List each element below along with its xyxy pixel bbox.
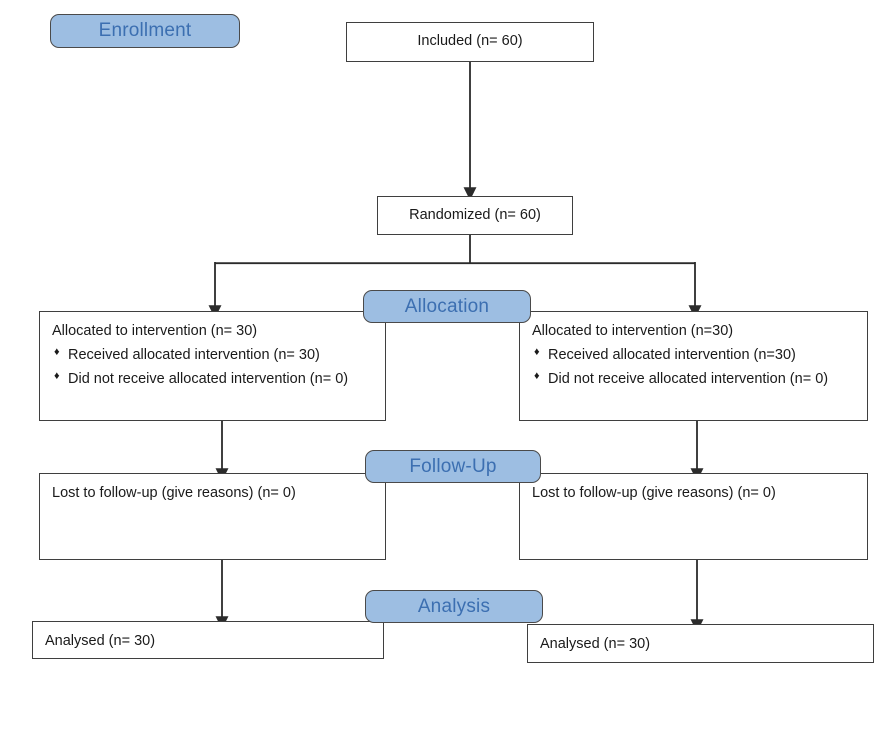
node-randomized: Randomized (n= 60): [377, 196, 573, 235]
node-allocation-right-bullets: Received allocated intervention (n=30) D…: [532, 345, 855, 390]
node-followup-right-text: Lost to follow-up (give reasons) (n= 0): [532, 485, 776, 501]
stage-label-analysis: Analysis: [365, 590, 543, 623]
stage-label-analysis-text: Analysis: [417, 595, 491, 617]
list-item: Did not receive allocated intervention (…: [532, 369, 855, 390]
node-allocation-right-heading: Allocated to intervention (n=30): [532, 323, 734, 339]
node-followup-right: Lost to follow-up (give reasons) (n= 0): [519, 473, 868, 560]
node-included: Included (n= 60): [346, 22, 594, 62]
list-item: Did not receive allocated intervention (…: [52, 369, 373, 390]
node-allocation-right: Allocated to intervention (n=30) Receive…: [519, 311, 868, 421]
node-analysis-left-text: Analysed (n= 30): [45, 633, 156, 649]
node-followup-left: Lost to follow-up (give reasons) (n= 0): [39, 473, 386, 560]
stage-label-allocation-text: Allocation: [404, 295, 490, 317]
stage-label-followup: Follow-Up: [365, 450, 541, 483]
stage-label-followup-text: Follow-Up: [409, 455, 497, 477]
stage-label-enrollment: Enrollment: [50, 14, 240, 48]
stage-label-enrollment-text: Enrollment: [98, 20, 192, 41]
node-analysis-right-text: Analysed (n= 30): [540, 636, 651, 652]
node-followup-left-text: Lost to follow-up (give reasons) (n= 0): [52, 485, 296, 501]
stage-label-allocation: Allocation: [363, 290, 531, 323]
node-allocation-left: Allocated to intervention (n= 30) Receiv…: [39, 311, 386, 421]
node-allocation-left-heading: Allocated to intervention (n= 30): [52, 323, 258, 339]
list-item: Received allocated intervention (n= 30): [52, 345, 373, 366]
node-analysis-left: Analysed (n= 30): [32, 621, 384, 659]
node-included-text: Included (n= 60): [417, 33, 523, 50]
node-analysis-right: Analysed (n= 30): [527, 624, 874, 663]
node-allocation-left-bullets: Received allocated intervention (n= 30) …: [52, 345, 373, 390]
node-randomized-text: Randomized (n= 60): [409, 206, 541, 223]
list-item: Received allocated intervention (n=30): [532, 345, 855, 366]
